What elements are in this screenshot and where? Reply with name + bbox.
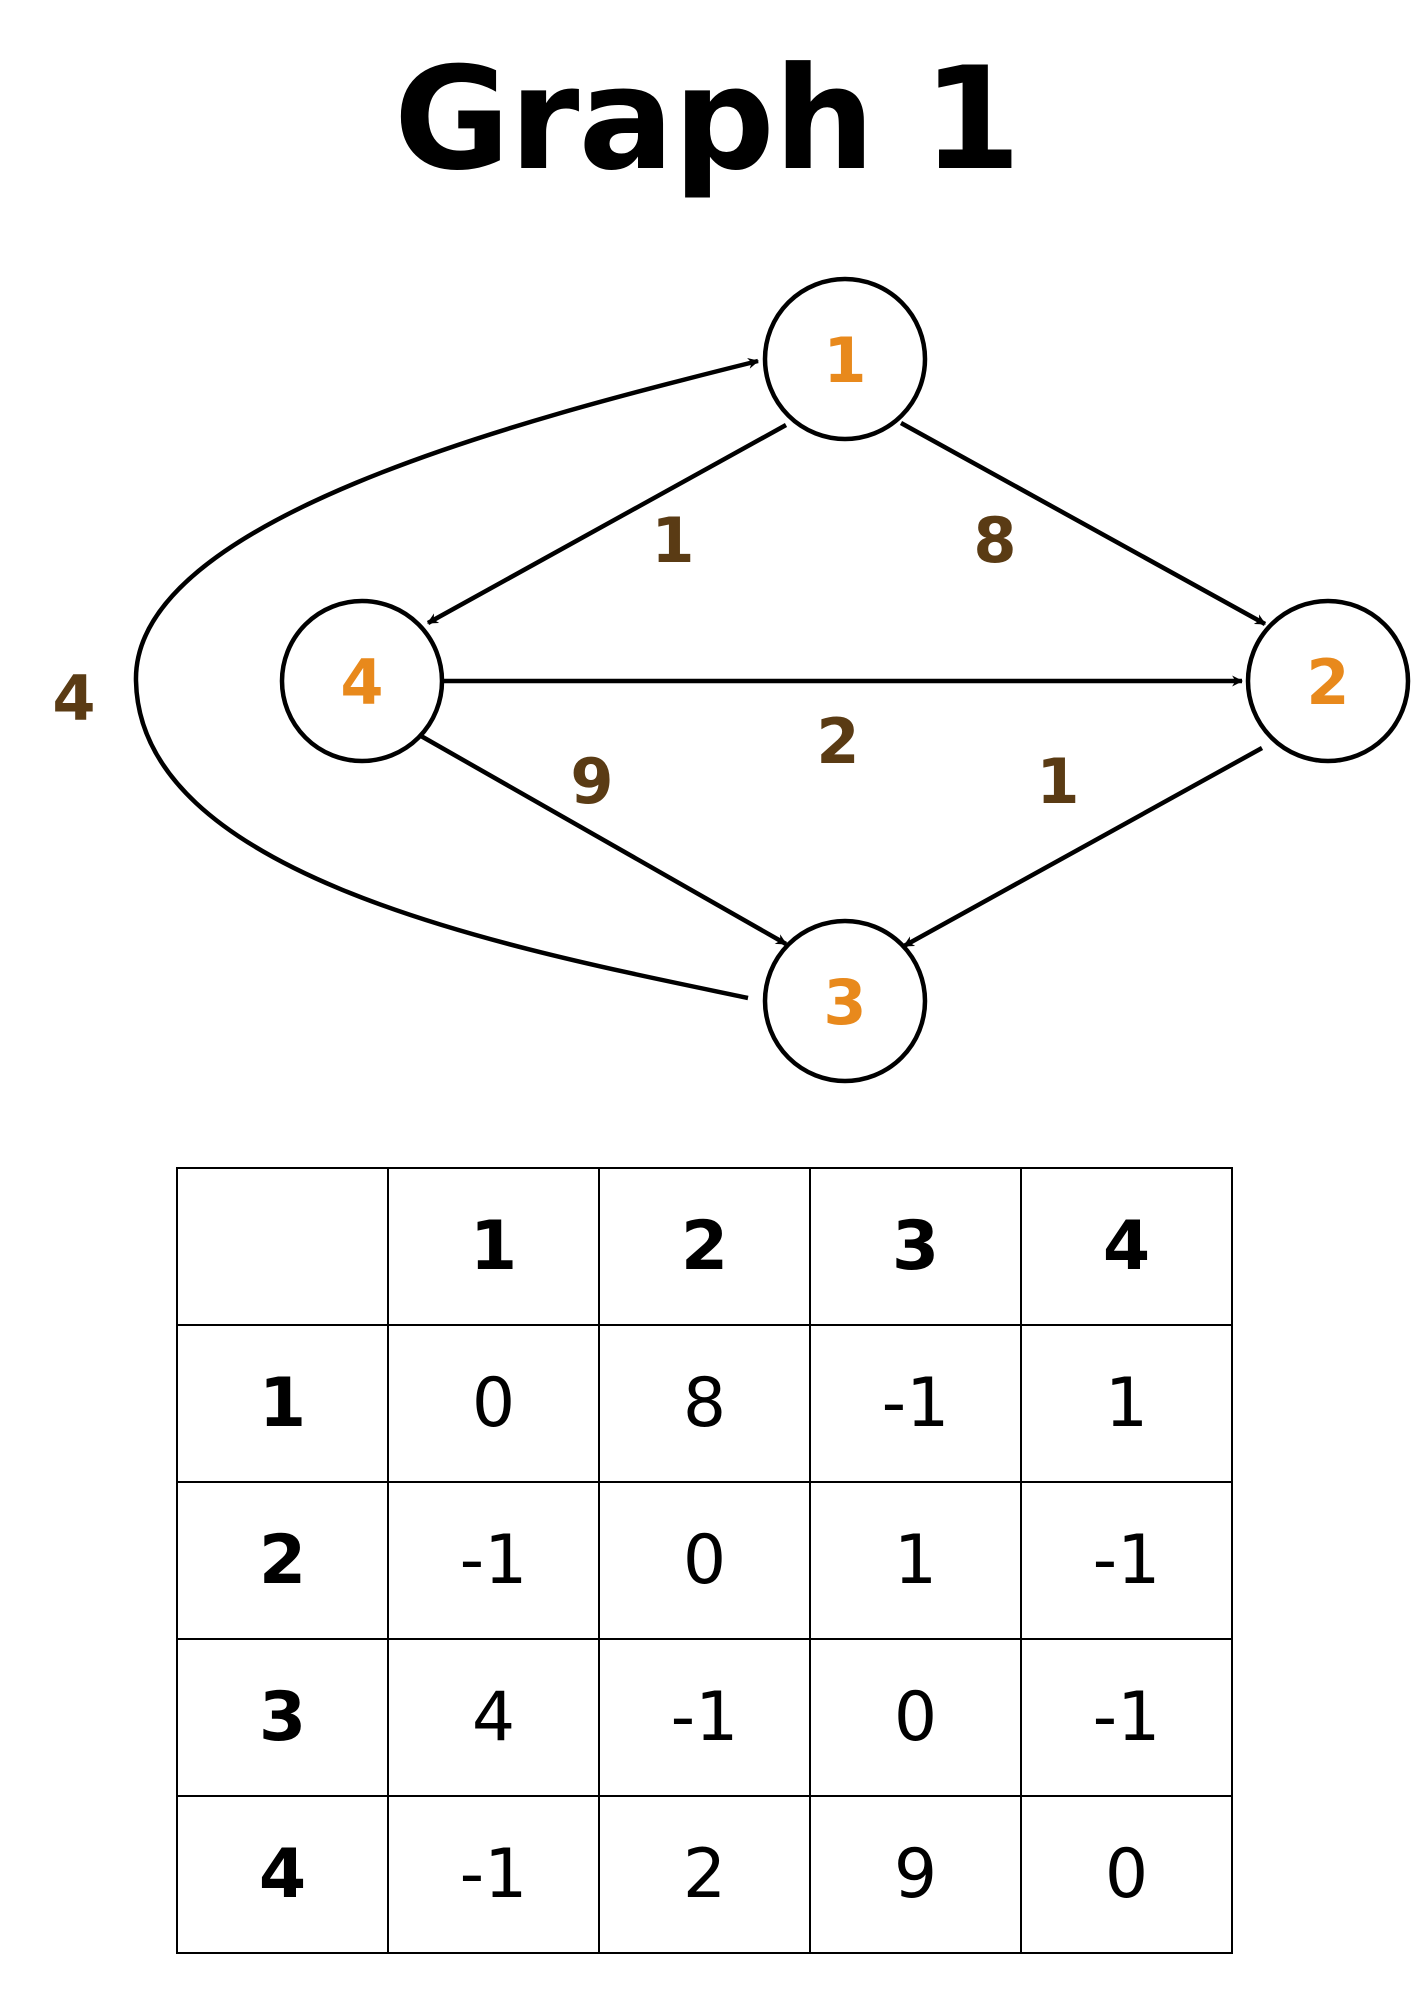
node-3-circle bbox=[762, 918, 928, 1084]
matrix-cell: 1 bbox=[809, 1481, 1022, 1640]
matrix-col-header: 1 bbox=[387, 1167, 600, 1326]
matrix-cell: -1 bbox=[1020, 1481, 1233, 1640]
edge-1-2 bbox=[899, 421, 1267, 626]
matrix-cell: 8 bbox=[598, 1324, 811, 1483]
page-title: Graph 1 bbox=[393, 37, 1021, 202]
matrix-cell: 0 bbox=[387, 1324, 600, 1483]
matrix-row: 2 -1 0 1 -1 bbox=[176, 1481, 1233, 1640]
node-4-label: 4 bbox=[340, 646, 383, 719]
matrix-cell: -1 bbox=[1020, 1638, 1233, 1797]
edge-3-1 bbox=[133, 358, 760, 1001]
matrix-cell: 0 bbox=[809, 1638, 1022, 1797]
matrix-row: 3 4 -1 0 -1 bbox=[176, 1638, 1233, 1797]
matrix-row-header: 2 bbox=[176, 1481, 389, 1640]
matrix-col-header: 3 bbox=[809, 1167, 1022, 1326]
node-2: 2 bbox=[1245, 598, 1411, 764]
node-1-label: 1 bbox=[823, 324, 866, 397]
matrix-row-header: 4 bbox=[176, 1795, 389, 1954]
edge-2-3 bbox=[902, 746, 1264, 948]
node-4-circle bbox=[279, 598, 445, 764]
edge-4-3 bbox=[419, 734, 788, 946]
edge-4-3-weight: 9 bbox=[570, 745, 613, 818]
matrix-cell: -1 bbox=[387, 1795, 600, 1954]
matrix-col-header: 2 bbox=[598, 1167, 811, 1326]
adjacency-matrix: 1 2 3 4 1 0 8 -1 1 2 -1 0 1 -1 3 4 -1 0 … bbox=[176, 1167, 1233, 1954]
matrix-row-header: 1 bbox=[176, 1324, 389, 1483]
edge-2-3-weight: 1 bbox=[1036, 745, 1079, 818]
node-3: 3 bbox=[762, 918, 928, 1084]
matrix-header-row: 1 2 3 4 bbox=[176, 1167, 1233, 1326]
node-1: 1 bbox=[762, 276, 928, 442]
matrix-col-header: 4 bbox=[1020, 1167, 1233, 1326]
edge-3-1-weight: 4 bbox=[52, 662, 95, 735]
matrix-cell: 4 bbox=[387, 1638, 600, 1797]
node-2-label: 2 bbox=[1306, 646, 1349, 719]
node-2-circle bbox=[1245, 598, 1411, 764]
edge-1-2-weight: 8 bbox=[973, 504, 1016, 577]
edge-4-2-weight: 2 bbox=[816, 705, 859, 778]
matrix-cell: 2 bbox=[598, 1795, 811, 1954]
node-3-label: 3 bbox=[823, 966, 866, 1039]
graph-diagram: 1 2 3 4 1 8 2 9 1 4 bbox=[52, 276, 1411, 1084]
matrix-cell: -1 bbox=[387, 1481, 600, 1640]
matrix-cell: -1 bbox=[809, 1324, 1022, 1483]
matrix-cell: 1 bbox=[1020, 1324, 1233, 1483]
matrix-cell: 0 bbox=[598, 1481, 811, 1640]
matrix-row-header: 3 bbox=[176, 1638, 389, 1797]
matrix-cell: 0 bbox=[1020, 1795, 1233, 1954]
edge-1-4 bbox=[426, 423, 788, 625]
matrix-corner-cell bbox=[176, 1167, 389, 1326]
matrix-cell: -1 bbox=[598, 1638, 811, 1797]
matrix-row: 4 -1 2 9 0 bbox=[176, 1795, 1233, 1954]
matrix-cell: 9 bbox=[809, 1795, 1022, 1954]
matrix-row: 1 0 8 -1 1 bbox=[176, 1324, 1233, 1483]
node-4: 4 bbox=[279, 598, 445, 764]
edge-1-4-weight: 1 bbox=[651, 504, 694, 577]
node-1-circle bbox=[762, 276, 928, 442]
